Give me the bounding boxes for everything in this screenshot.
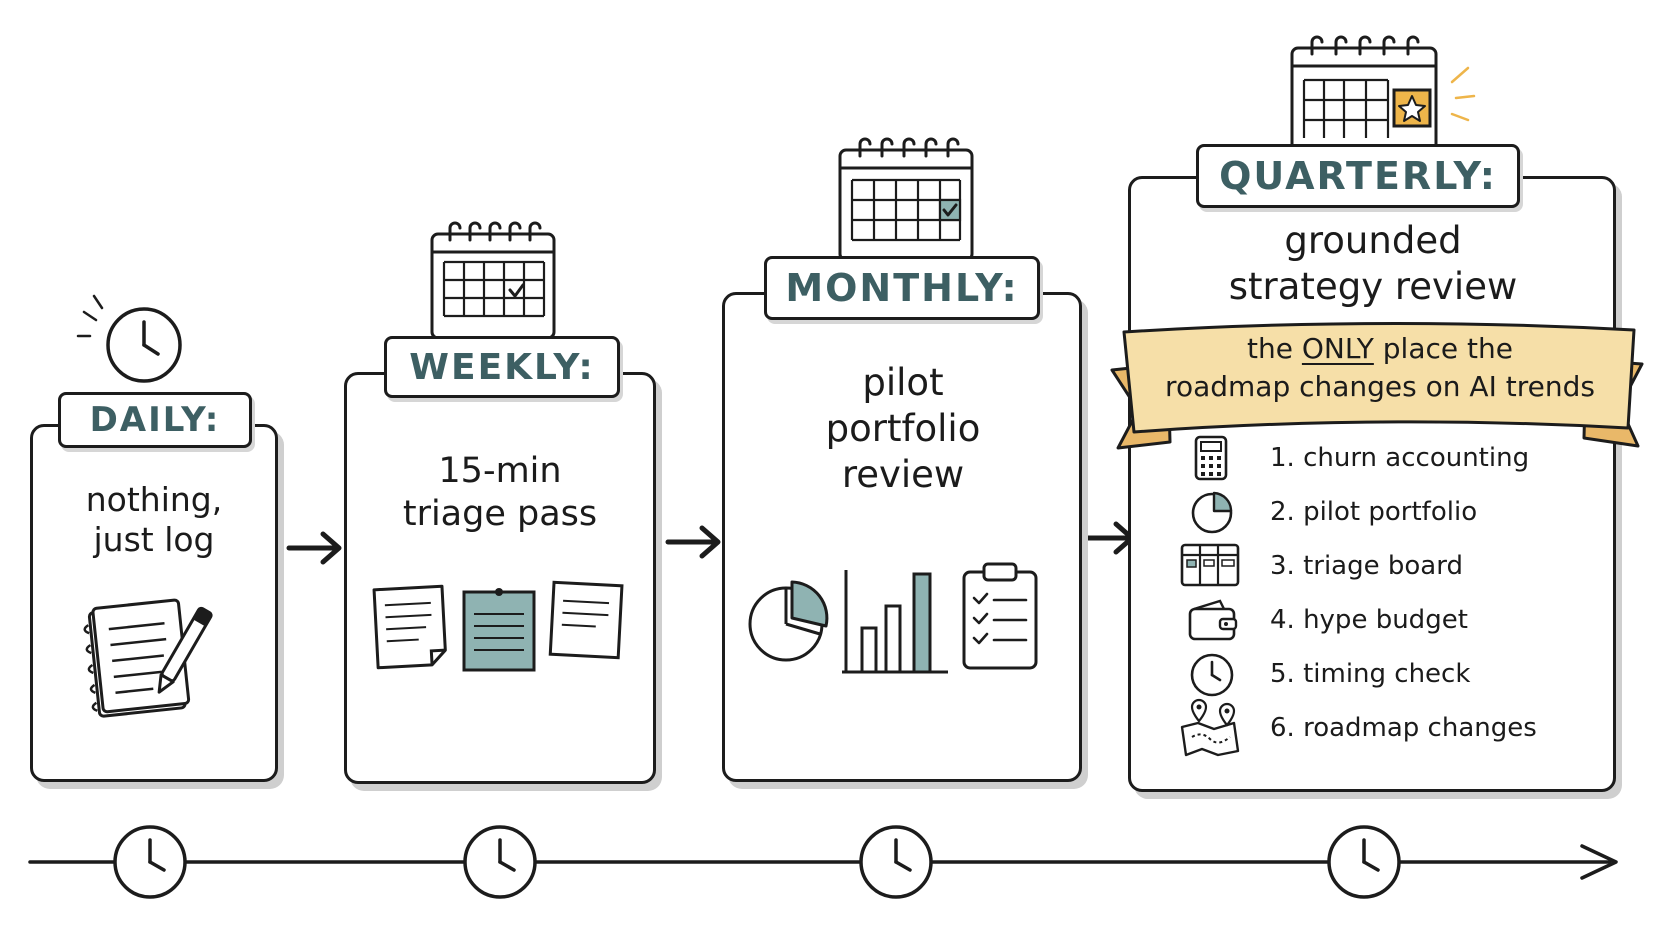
- alarm-clock-icon: [76, 294, 182, 383]
- list-item-text: 3. triage board: [1270, 551, 1463, 581]
- monthly-label: MONTHLY:: [764, 256, 1040, 320]
- quarterly-description-line-1: grounded: [1284, 219, 1462, 262]
- monthly-description-line-2: portfolio: [825, 407, 981, 450]
- pie-chart-icon: [1191, 491, 1233, 534]
- list-item-text: 1. churn accounting: [1270, 443, 1530, 473]
- monthly-card: [722, 292, 1082, 782]
- list-item: 2. pilot portfolio: [1186, 489, 1556, 535]
- timeline-clock-icon-2: [463, 825, 537, 899]
- weekly-description-line-1: 15-min: [438, 451, 562, 491]
- timeline-clock-icon-3: [859, 825, 933, 899]
- calculator-icon: [1194, 435, 1228, 481]
- connector-arrow-icon-1: [286, 531, 342, 565]
- banner-line-1: the ONLY place the: [1140, 330, 1620, 368]
- daily-description-line-1: nothing,: [85, 480, 223, 519]
- banner-suffix: place the: [1382, 332, 1513, 365]
- daily-description: nothing, just log: [40, 480, 268, 561]
- list-item-text: 4. hype budget: [1270, 605, 1468, 635]
- banner-text: the ONLY place the roadmap changes on AI…: [1140, 330, 1620, 406]
- wallet-icon: [1188, 599, 1238, 641]
- list-item-text: 6. roadmap changes: [1270, 713, 1537, 743]
- list-item-text: 2. pilot portfolio: [1270, 497, 1478, 527]
- daily-description-line-2: just log: [93, 520, 215, 560]
- weekly-description: 15-min triage pass: [356, 450, 644, 535]
- monthly-description-line-3: review: [841, 453, 965, 496]
- kanban-board-icon: [1180, 543, 1240, 587]
- daily-label: DAILY:: [58, 392, 252, 448]
- weekly-calendar-check-icon: [430, 221, 556, 340]
- pie-chart-icon: [748, 580, 829, 662]
- calendar-star-icon: [1290, 35, 1476, 154]
- monthly-description-line-1: pilot: [862, 361, 944, 404]
- list-item: 4. hype budget: [1186, 597, 1556, 643]
- weekly-description-line-2: triage pass: [402, 493, 598, 534]
- list-item-text: 5. timing check: [1270, 659, 1471, 689]
- clock-icon: [1190, 653, 1234, 697]
- banner-prefix: the: [1247, 332, 1293, 365]
- map-icon: [1180, 698, 1240, 757]
- timeline-clock-icon-4: [1327, 825, 1401, 899]
- monthly-calendar-check-icon: [838, 137, 974, 262]
- timeline-clock-icon-1: [113, 825, 187, 899]
- connector-arrow-icon-2: [665, 525, 721, 559]
- list-item: 6. roadmap changes: [1180, 698, 1556, 757]
- weekly-card: [344, 372, 656, 784]
- quarterly-label: QUARTERLY:: [1196, 144, 1520, 208]
- banner-ribbon: [1110, 321, 1644, 450]
- weekly-label: WEEKLY:: [384, 336, 620, 398]
- list-item: 1. churn accounting: [1186, 435, 1556, 481]
- banner-line-2: roadmap changes on AI trends: [1165, 370, 1595, 403]
- sticky-notes-icon: [372, 580, 624, 672]
- notebook-pen-icon: [83, 598, 213, 718]
- list-item: 5. timing check: [1186, 651, 1556, 697]
- list-item: 3. triage board: [1180, 543, 1556, 589]
- bar-chart-icon: [842, 570, 948, 674]
- checklist-clipboard-icon: [962, 562, 1038, 670]
- quarterly-description: grounded strategy review: [1140, 218, 1606, 310]
- banner-emphasis: ONLY: [1301, 332, 1374, 365]
- monthly-description: pilot portfolio review: [738, 360, 1068, 498]
- quarterly-description-line-2: strategy review: [1228, 265, 1518, 308]
